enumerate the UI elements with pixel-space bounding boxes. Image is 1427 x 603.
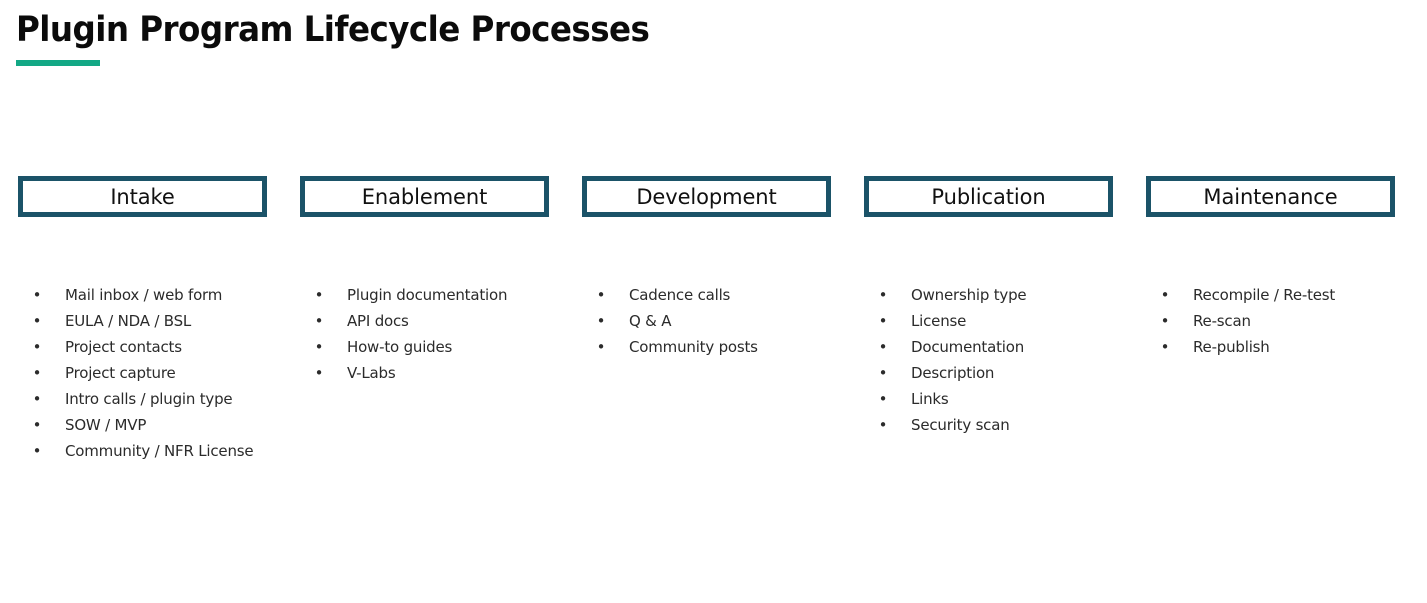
bullet-icon: •	[1160, 312, 1170, 330]
list-item-label: Re-publish	[1193, 338, 1270, 356]
list-item-label: Recompile / Re-test	[1193, 286, 1336, 304]
stage-header-label: Intake	[110, 184, 175, 209]
stage-header-label: Publication	[931, 184, 1046, 209]
list-item: • How-to guides	[300, 334, 549, 360]
list-item: • Re-publish	[1146, 334, 1395, 360]
stage-item-list: •Mail inbox / web form•EULA / NDA / BSL•…	[18, 282, 267, 464]
list-item: • API docs	[300, 308, 549, 334]
list-item-label: Project capture	[65, 364, 176, 382]
bullet-icon: •	[32, 312, 42, 330]
bullet-icon: •	[32, 286, 42, 304]
list-item: • Cadence calls	[582, 282, 831, 308]
stage-item-list: • Plugin documentation • API docs • How-to gu…	[300, 282, 549, 386]
list-item-label: API docs	[347, 312, 409, 330]
stage-header-maintenance[interactable]: Maintenance	[1146, 176, 1395, 217]
list-item-label: Description	[911, 364, 995, 382]
bullet-icon: •	[32, 364, 42, 382]
bullet-icon: •	[32, 416, 42, 434]
list-item-label: Cadence calls	[629, 286, 731, 304]
bullet-icon: •	[596, 286, 606, 304]
bullet-icon: •	[596, 312, 606, 330]
list-item-label: EULA / NDA / BSL	[65, 312, 192, 330]
list-item-label: License	[911, 312, 967, 330]
list-item: • Links	[864, 386, 1113, 412]
page-title: Plugin Program Lifecycle Processes	[16, 10, 650, 50]
stage-column-publication: Publication • Ownership type • License • Docum…	[864, 176, 1113, 438]
bullet-icon: •	[314, 338, 324, 356]
list-item-label: SOW / MVP	[65, 416, 147, 434]
stage-column-intake: Intake • Mail inbox / web form • EULA / NDA …	[18, 176, 267, 464]
list-item: • Community posts	[582, 334, 831, 360]
stage-item-list: • Recompile / Re-test • Re-scan • Re-publish	[1146, 282, 1395, 360]
bullet-icon: •	[878, 312, 888, 330]
list-item: • Plugin documentation	[300, 282, 549, 308]
list-item-label: Re-scan	[1193, 312, 1251, 330]
stage-header-label: Enablement	[361, 184, 488, 209]
list-item: • Project contacts	[18, 334, 267, 360]
list-item-label: Q & A	[629, 312, 672, 330]
list-item: • License	[864, 308, 1113, 334]
stage-column-development: Development • Cadence calls • Q & A • Communit…	[582, 176, 831, 360]
title-block: Plugin Program Lifecycle Processes	[16, 8, 1356, 66]
list-item: • Security scan	[864, 412, 1113, 438]
list-item: • Intro calls / plugin type	[18, 386, 267, 412]
list-item-label: Documentation	[911, 338, 1025, 356]
bullet-icon: •	[878, 286, 888, 304]
stage-header-enablement[interactable]: Enablement	[300, 176, 549, 217]
list-item-label: Plugin documentation	[347, 286, 508, 304]
bullet-icon: •	[878, 416, 888, 434]
list-item-label: Community / NFR License	[65, 442, 254, 460]
list-item: • Ownership type	[864, 282, 1113, 308]
list-item-label: Project contacts	[65, 338, 182, 356]
bullet-icon: •	[32, 390, 42, 408]
bullet-icon: •	[878, 364, 888, 382]
bullet-icon: •	[1160, 286, 1170, 304]
list-item-label: Links	[911, 390, 949, 408]
stage-header-development[interactable]: Development	[582, 176, 831, 217]
bullet-icon: •	[1160, 338, 1170, 356]
bullet-icon: •	[314, 312, 324, 330]
bullet-icon: •	[32, 442, 42, 460]
list-item-label: Mail inbox / web form	[65, 286, 223, 304]
list-item: • Documentation	[864, 334, 1113, 360]
stage-header-label: Maintenance	[1203, 184, 1338, 209]
list-item-label: Ownership type	[911, 286, 1027, 304]
list-item-label: Intro calls / plugin type	[65, 390, 233, 408]
list-item: • Project capture	[18, 360, 267, 386]
bullet-icon: •	[32, 338, 42, 356]
title-accent-bar	[16, 60, 100, 66]
list-item-label: V-Labs	[347, 364, 396, 382]
list-item: • Mail inbox / web form	[18, 282, 267, 308]
list-item-label: Community posts	[629, 338, 758, 356]
stage-item-list: • Ownership type • License • Documentation • De…	[864, 282, 1113, 438]
stage-column-enablement: Enablement • Plugin documentation • API docs…	[300, 176, 549, 386]
list-item: • V-Labs	[300, 360, 549, 386]
bullet-icon: •	[314, 364, 324, 382]
list-item: • Recompile / Re-test	[1146, 282, 1395, 308]
bullet-icon: •	[878, 338, 888, 356]
list-item-label: How-to guides	[347, 338, 453, 356]
list-item: • Description	[864, 360, 1113, 386]
stage-item-list: • Cadence calls • Q & A • Community posts	[582, 282, 831, 360]
bullet-icon: •	[314, 286, 324, 304]
list-item: • EULA / NDA / BSL	[18, 308, 267, 334]
list-item: • Community / NFR License	[18, 438, 267, 464]
list-item: • Q & A	[582, 308, 831, 334]
list-item-label: Security scan	[911, 416, 1010, 434]
stage-column-maintenance: Maintenance•Recompile / Re-test•Re-scan•…	[1146, 176, 1395, 360]
bullet-icon: •	[878, 390, 888, 408]
list-item: • SOW / MVP	[18, 412, 267, 438]
stage-header-intake[interactable]: Intake	[18, 176, 267, 217]
lifecycle-stage-columns: Intake • Mail inbox / web form • EULA / NDA …	[18, 176, 1409, 464]
stage-header-publication[interactable]: Publication	[864, 176, 1113, 217]
list-item: • Re-scan	[1146, 308, 1395, 334]
bullet-icon: •	[596, 338, 606, 356]
stage-header-label: Development	[636, 184, 777, 209]
